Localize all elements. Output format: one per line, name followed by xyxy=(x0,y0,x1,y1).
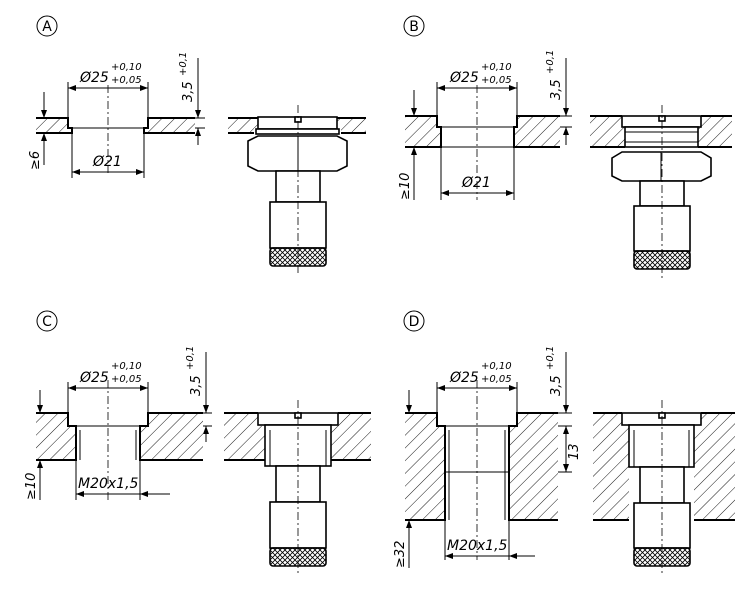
variant-d: D Ø25 +0,10 +0,05 3,5 +0,1 13 ≥32 M20x1,… xyxy=(393,310,735,575)
svg-text:3,5: 3,5 xyxy=(549,79,564,100)
variant-c-badge xyxy=(36,310,58,332)
dim-depth: 3,5 xyxy=(181,81,196,102)
svg-text:+0,05: +0,05 xyxy=(481,374,512,385)
variant-a: A Ø25 +0,10 +0,05 3,5 +0,1 ≥6 Ø21 xyxy=(28,15,366,275)
svg-text:≥10: ≥10 xyxy=(24,473,39,500)
variant-a-label: A xyxy=(42,19,52,35)
svg-text:Ø25: Ø25 xyxy=(79,370,109,386)
svg-text:D: D xyxy=(409,314,420,330)
variant-a-badge xyxy=(36,15,58,37)
plate-right-hatch xyxy=(144,118,195,133)
dim-bore: Ø21 xyxy=(92,154,122,170)
svg-text:+0,1: +0,1 xyxy=(545,50,556,74)
tol-lower: +0,05 xyxy=(111,75,142,86)
svg-text:M20x1,5: M20x1,5 xyxy=(78,476,139,492)
svg-text:3,5: 3,5 xyxy=(189,375,204,396)
svg-text:C: C xyxy=(42,314,52,330)
svg-text:+0,1: +0,1 xyxy=(185,346,196,370)
svg-text:B: B xyxy=(409,19,419,35)
svg-text:+0,05: +0,05 xyxy=(111,374,142,385)
tol-upper: +0,10 xyxy=(111,62,142,73)
svg-text:+0,10: +0,10 xyxy=(481,361,512,372)
svg-text:M20x1,5: M20x1,5 xyxy=(447,538,508,554)
variant-b-badge xyxy=(403,15,425,37)
variant-d-badge xyxy=(403,310,425,332)
plate-left-hatch xyxy=(36,118,72,133)
svg-text:Ø21: Ø21 xyxy=(461,175,491,191)
variant-b: B Ø25 +0,10 +0,05 3,5 +0,1 ≥10 Ø21 xyxy=(398,15,732,278)
dim-outer-diameter: Ø25 xyxy=(79,70,109,86)
svg-text:Ø25: Ø25 xyxy=(449,370,479,386)
svg-text:+0,10: +0,10 xyxy=(481,62,512,73)
svg-text:+0,1: +0,1 xyxy=(545,346,556,370)
dim-plate-thickness: ≥6 xyxy=(28,151,43,170)
svg-text:+0,10: +0,10 xyxy=(111,361,142,372)
svg-text:≥10: ≥10 xyxy=(398,173,413,200)
svg-text:≥32: ≥32 xyxy=(393,541,408,568)
svg-text:+0,05: +0,05 xyxy=(481,75,512,86)
svg-text:Ø25: Ø25 xyxy=(449,70,479,86)
dim-depth-tol: +0,1 xyxy=(178,52,189,76)
svg-text:3,5: 3,5 xyxy=(549,375,564,396)
dim-thread-length: 13 xyxy=(567,443,582,460)
variant-c: C Ø25 +0,10 +0,05 3,5 +0,1 ≥10 M20x1,5 xyxy=(24,310,371,575)
